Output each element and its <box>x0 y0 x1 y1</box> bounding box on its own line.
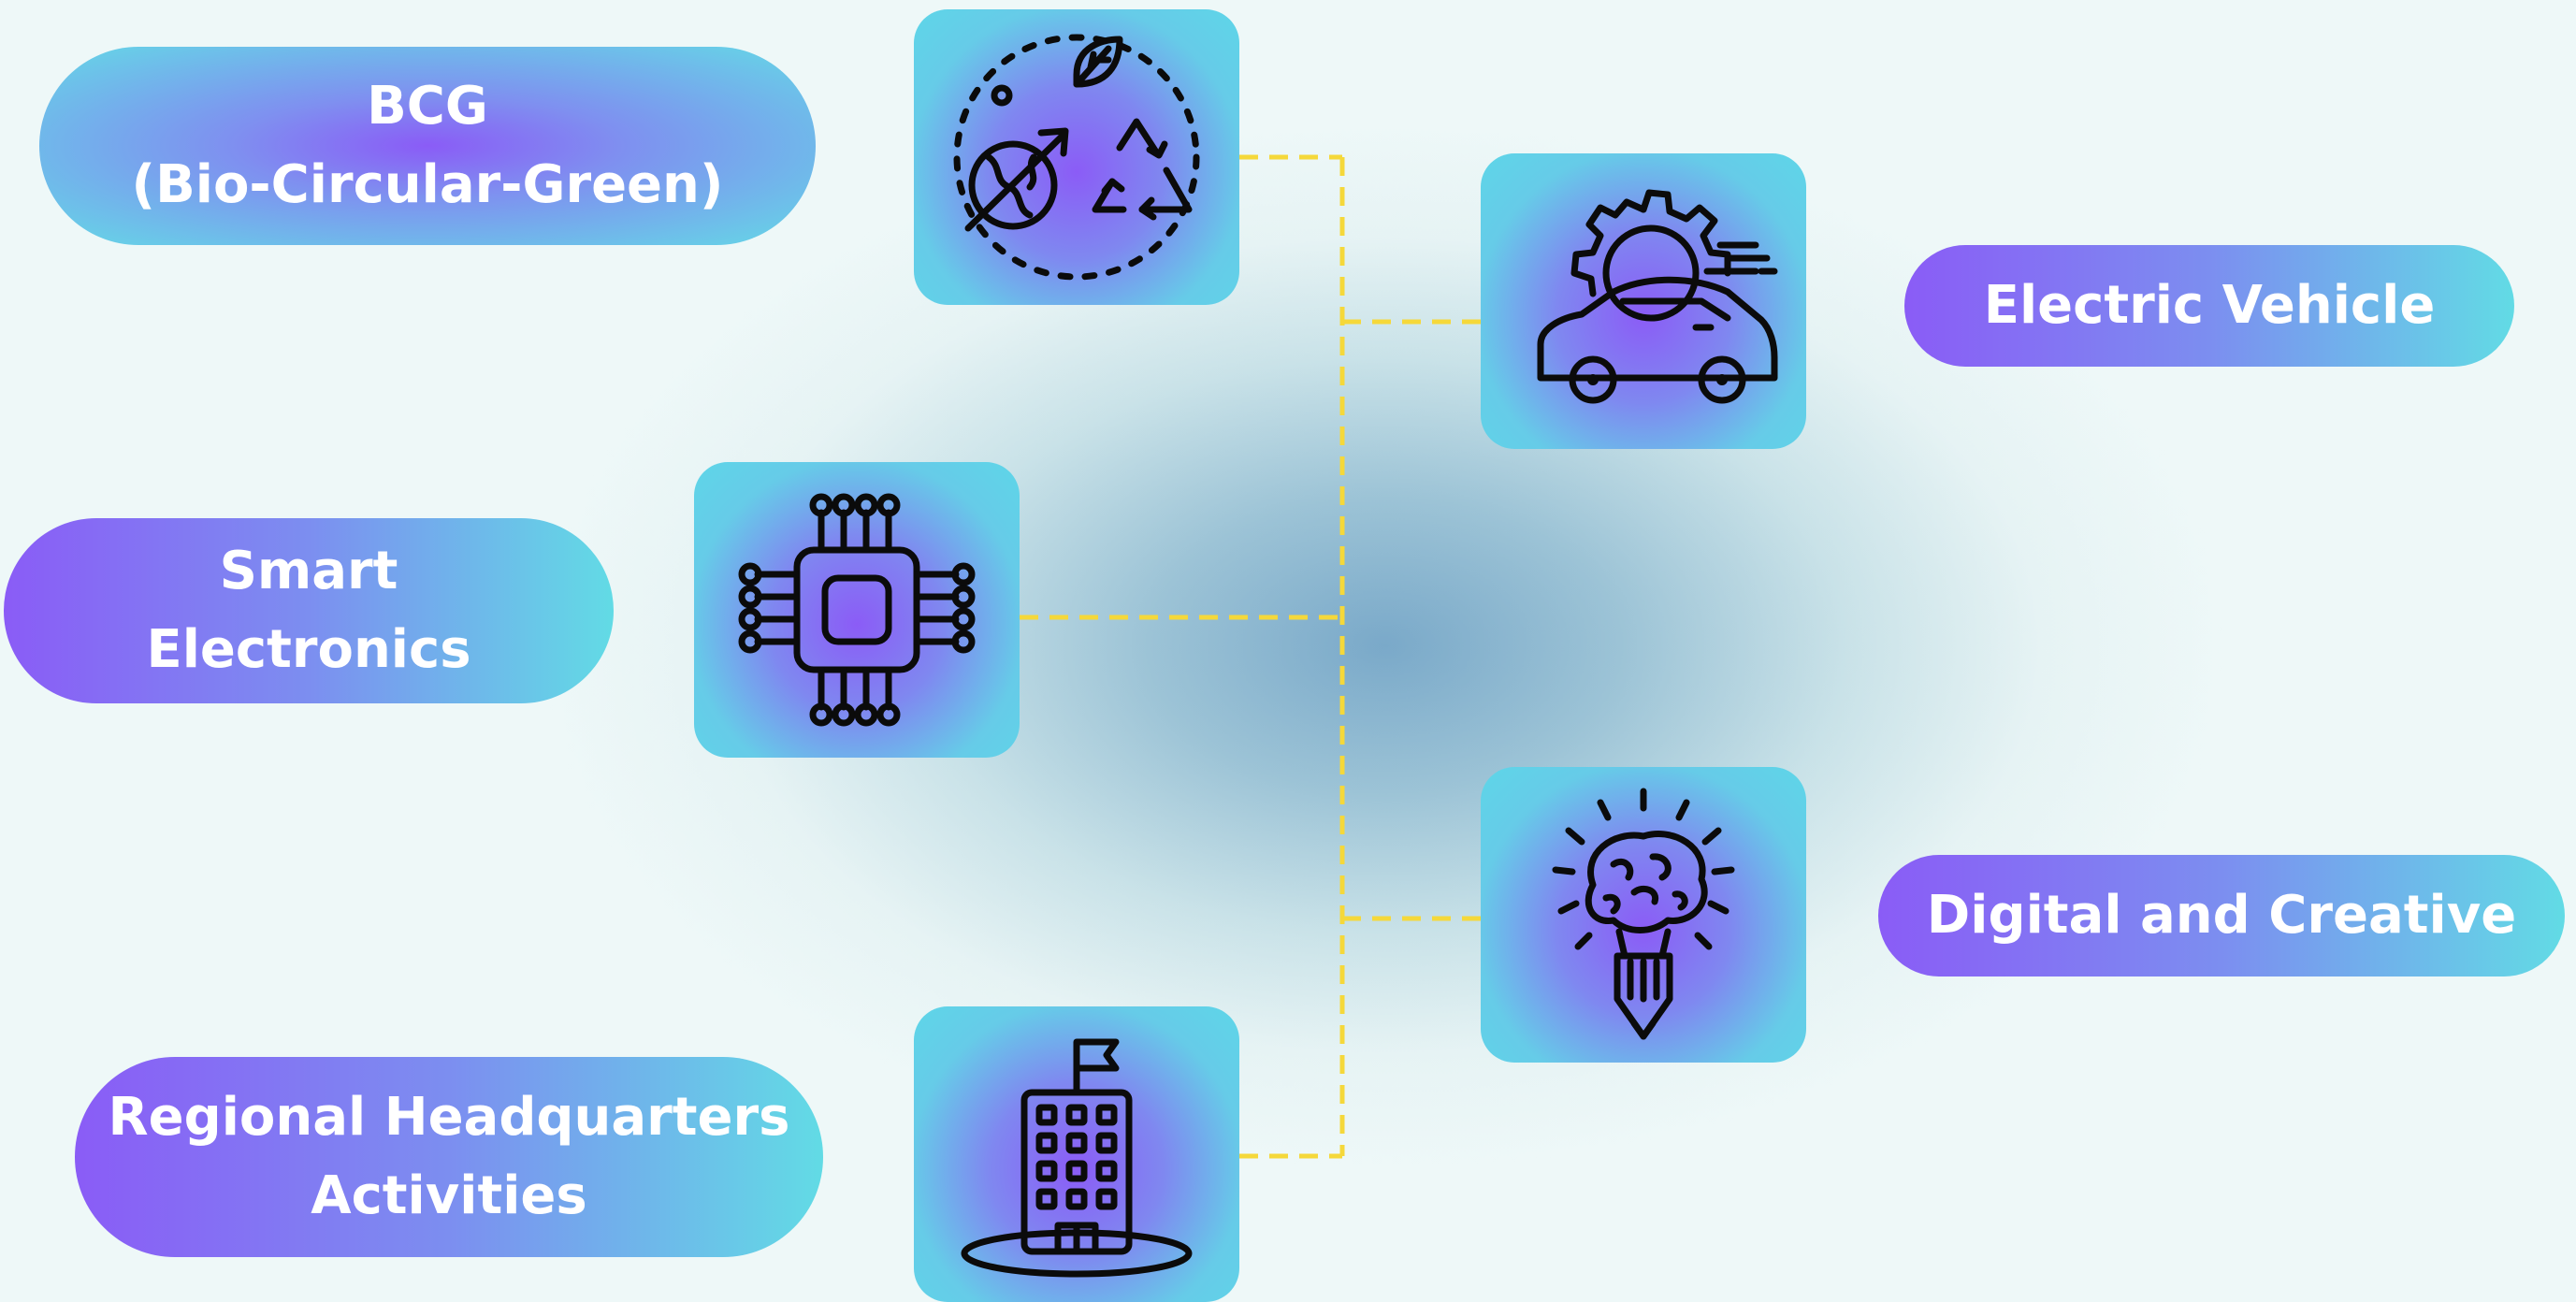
ev-label-pill: Electric Vehicle <box>1904 245 2514 367</box>
rhq-tile <box>914 1006 1239 1302</box>
car-gear-icon <box>1537 189 1778 404</box>
rhq-label-pill: Regional Headquarters Activities <box>75 1057 823 1257</box>
smart-electronics-line2: Electronics <box>146 619 471 680</box>
bcg-subtitle: (Bio-Circular-Green) <box>131 154 724 215</box>
microchip-icon <box>738 493 976 727</box>
rhq-line2: Activities <box>311 1165 587 1226</box>
smart-electronics-tile <box>694 462 1020 758</box>
recycle-leaf-globe-icon <box>953 34 1200 281</box>
digital-label-pill: Digital and Creative <box>1878 855 2565 976</box>
bcg-label-pill: BCG (Bio-Circular-Green) <box>39 47 816 245</box>
building-flag-icon <box>961 1038 1193 1278</box>
bcg-title: BCG <box>367 76 488 137</box>
rhq-line1: Regional Headquarters <box>108 1087 790 1148</box>
brain-pencil-icon <box>1552 788 1735 1040</box>
bcg-tile <box>914 9 1239 305</box>
digital-tile <box>1481 767 1806 1063</box>
ev-label: Electric Vehicle <box>1983 275 2436 336</box>
smart-electronics-label-pill: Smart Electronics <box>4 518 614 703</box>
digital-label: Digital and Creative <box>1926 885 2517 946</box>
ev-tile <box>1481 153 1806 449</box>
smart-electronics-line1: Smart <box>219 541 398 601</box>
